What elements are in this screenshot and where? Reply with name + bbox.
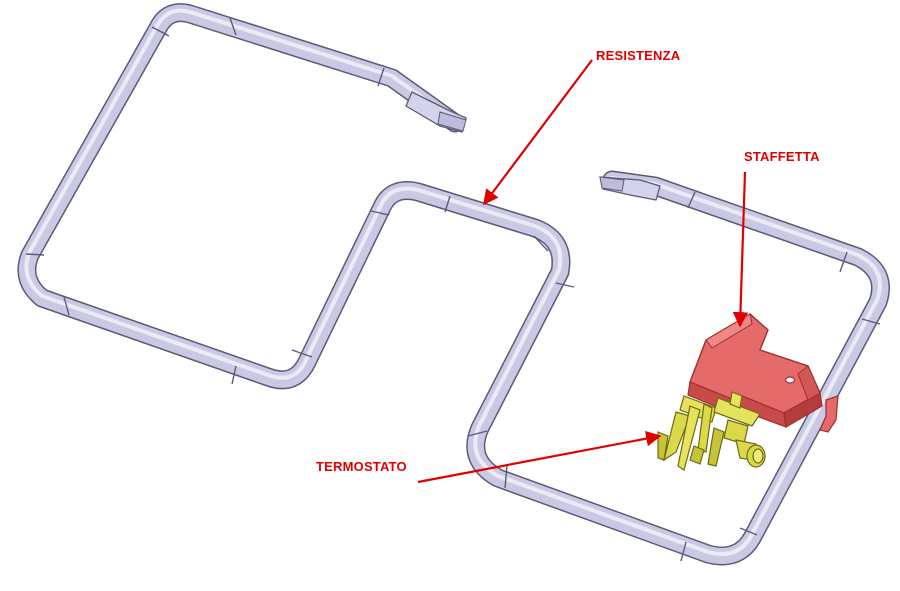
label-termostato: TERMOSTATO [316, 459, 407, 474]
thermostat-termostato [657, 391, 766, 471]
heating-element-tube [17, 3, 890, 566]
arrow-resistenza [483, 59, 593, 206]
label-resistenza: RESISTENZA [596, 48, 681, 63]
tube-terminal-left [405, 91, 467, 133]
arrow-termostato [417, 431, 662, 484]
tube-terminal-right [599, 176, 661, 201]
arrow-staffetta [732, 171, 749, 328]
label-staffetta: STAFFETTA [744, 149, 820, 164]
tube-seams [25, 17, 881, 562]
callout-arrows [417, 59, 749, 484]
